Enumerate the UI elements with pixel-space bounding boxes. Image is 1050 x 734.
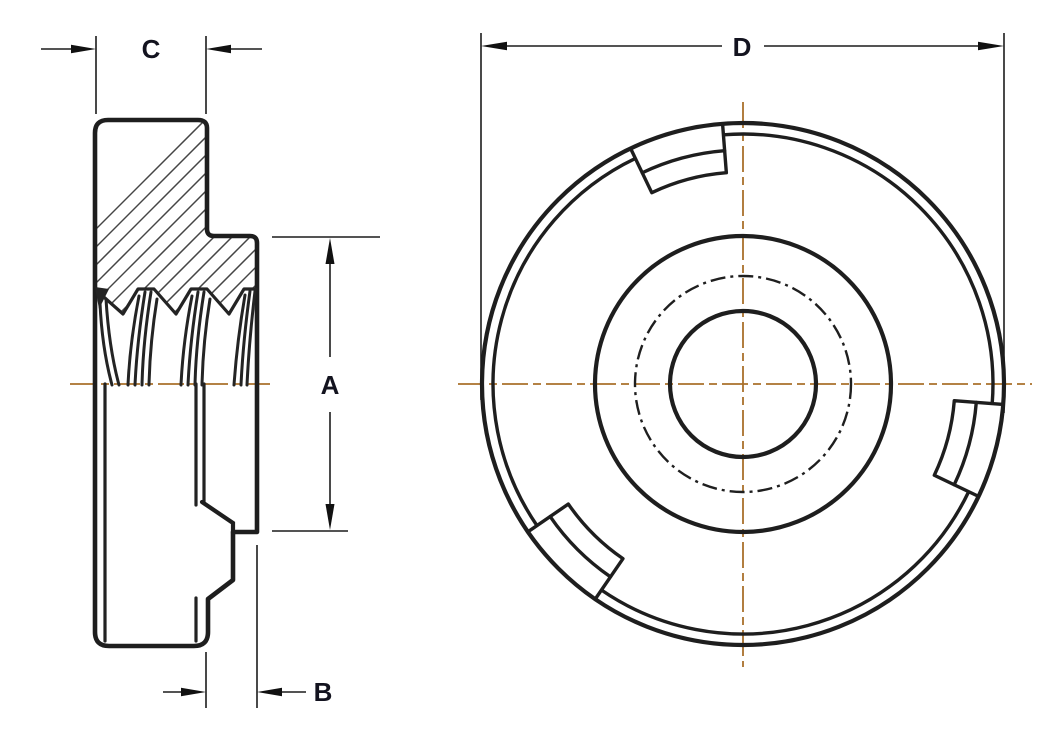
hatch-line <box>366 85 636 355</box>
hatch-line <box>221 120 257 314</box>
arrowhead <box>206 44 231 54</box>
bore-circle <box>667 308 819 460</box>
arrowhead <box>481 41 507 51</box>
hatch-line <box>185 120 257 314</box>
thread-curve <box>245 289 257 387</box>
lock-tab-bend-line <box>952 400 978 487</box>
hatch-line <box>348 85 618 355</box>
lock-tab-outline <box>526 502 625 601</box>
dimension-label-D: D <box>733 32 752 62</box>
thread-curve <box>186 290 200 387</box>
dimension-A: A <box>272 236 380 532</box>
rim-arc <box>600 490 971 636</box>
inner-rim-circle <box>491 132 995 636</box>
hatch-line <box>95 120 257 314</box>
thread-curve <box>133 290 147 387</box>
rim-arc <box>723 132 995 404</box>
dimension-label-C: C <box>142 34 161 64</box>
hatch-line <box>258 85 528 355</box>
thread-curve <box>239 289 252 387</box>
hatch-line <box>95 120 257 314</box>
thread-curve <box>126 294 141 387</box>
lock-tab-outline <box>932 398 1005 499</box>
thread-flank-curves <box>98 289 257 387</box>
hub-circle <box>592 233 894 535</box>
thread-curve <box>200 297 212 387</box>
dimension-C: C <box>41 34 262 114</box>
hatch-line <box>95 120 257 314</box>
lock-tab-bend-line <box>548 514 613 579</box>
hatch-line <box>239 120 257 314</box>
section-view: C A B <box>41 34 636 708</box>
dimension-B: B <box>163 545 332 708</box>
thread-curve <box>232 293 247 387</box>
lock-tab <box>526 502 625 601</box>
arrowhead <box>325 238 335 264</box>
thread-curve <box>104 297 121 387</box>
thread-curve <box>147 297 159 387</box>
hatch-line <box>131 120 257 314</box>
thread-curve <box>140 290 153 387</box>
thread-profile <box>95 287 258 316</box>
rim-arc <box>491 156 637 527</box>
arrowhead <box>257 687 282 697</box>
arrowhead <box>978 41 1004 51</box>
hatch-line <box>330 85 600 355</box>
lock-tab-bend-line <box>640 149 727 175</box>
lock-tab <box>628 122 729 195</box>
thread-pitch-circle <box>633 274 853 494</box>
thread-curve <box>98 301 114 387</box>
front-view: D <box>458 32 1032 667</box>
lock-tab-outline <box>628 122 729 195</box>
thread-curve <box>193 290 206 387</box>
tab-chamfer-edge <box>199 499 236 536</box>
arrowhead <box>71 44 96 54</box>
arrowhead <box>325 504 335 530</box>
arrowhead <box>181 687 206 697</box>
hatch-line <box>95 120 241 314</box>
lock-tab <box>932 398 1005 499</box>
thread-curve <box>179 294 194 387</box>
hatch-line <box>294 85 564 355</box>
dimension-label-B: B <box>314 677 333 707</box>
dimension-D: D <box>480 32 1005 413</box>
dimension-label-A: A <box>321 370 340 400</box>
thread-runout-notch <box>95 287 109 309</box>
hatch-line <box>276 85 546 355</box>
hatch-line <box>149 120 257 314</box>
hatch-line <box>203 120 257 314</box>
